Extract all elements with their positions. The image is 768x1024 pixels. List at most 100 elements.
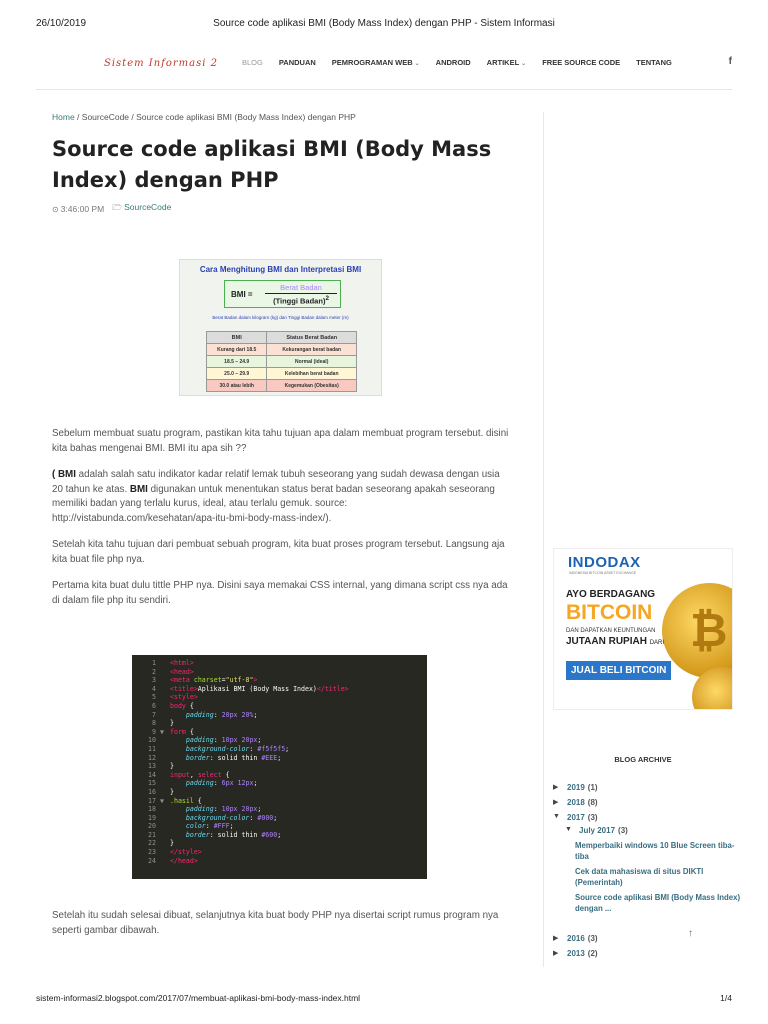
table-row: 25.0 – 29.9 Kelebihan berat badan <box>205 367 357 380</box>
breadcrumb-current: Source code aplikasi BMI (Body Mass Inde… <box>136 112 356 122</box>
ad-cta-button[interactable]: JUAL BELI BITCOIN <box>566 661 672 680</box>
nav-item-artikel[interactable]: ARTIKEL⌄ <box>487 58 527 67</box>
line-number: 8 <box>152 719 156 728</box>
code-line: 2<head> <box>132 668 427 677</box>
line-number: 2 <box>152 667 156 676</box>
nav-item-free-source-code[interactable]: FREE SOURCE CODE <box>542 58 620 67</box>
archive-year: 2016 <box>567 934 585 943</box>
archive-month: July 2017 <box>579 826 616 835</box>
back-to-top-icon[interactable]: ↑ <box>688 928 693 939</box>
post-label[interactable]: 🗁SourceCode <box>112 202 171 216</box>
line-number: 22 <box>148 839 156 848</box>
line-number: 18 <box>148 805 156 814</box>
bmi-status-table: BMI Status Berat Badan Kurang dari 18.5 … <box>205 331 357 392</box>
post-title: Source code aplikasi BMI (Body Mass Inde… <box>52 137 492 192</box>
breadcrumb-home[interactable]: Home <box>52 112 75 122</box>
archive-title: BLOG ARCHIVE <box>614 755 672 764</box>
bmi-formula-box: BMI = Berat Badan (Tinggi Badan)2 <box>224 280 341 308</box>
table-cell: Kelebihan berat badan <box>266 367 357 380</box>
archive-year-2016[interactable]: ▶2016(3) <box>553 934 743 943</box>
line-number: 24 <box>148 856 156 865</box>
code-line: 11 background-color: #f5f5f5; <box>132 745 427 754</box>
fold-icon <box>160 719 170 728</box>
paragraph-next-step: Setelah kita tahu tujuan dari pembuat se… <box>52 539 505 565</box>
print-page-number: 1/4 <box>720 993 732 1003</box>
blog-archive-widget: BLOG ARCHIVE ▶2019(1) ▶2018(8) ▼2017(3) … <box>553 755 743 964</box>
triangle-right-icon[interactable]: ▶ <box>553 799 559 806</box>
fold-icon <box>160 839 170 848</box>
fold-icon <box>160 745 170 754</box>
nav-label: ARTIKEL <box>486 58 520 67</box>
code-text: padding: 10px 20px; <box>185 805 262 814</box>
fold-icon <box>160 668 170 677</box>
breadcrumb-sep: / <box>129 112 137 122</box>
print-date: 26/10/2019 <box>36 18 87 29</box>
archive-post-link[interactable]: Memperbaiki windows 10 Blue Screen tiba-… <box>575 841 735 861</box>
line-number: 12 <box>148 753 156 762</box>
site-logo[interactable]: Sistem Informasi 2 <box>104 58 218 69</box>
archive-post-link[interactable]: Cek data mahasiswa di situs DIKTI (Pemer… <box>575 867 704 887</box>
nav-item-pemrograman-web[interactable]: PEMROGRAMAN WEB⌄ <box>332 58 420 67</box>
fold-icon <box>160 736 170 745</box>
ad-subtitle: INDONESIA BITCOIN ASSET EXCHANGE <box>569 571 637 575</box>
code-screenshot-image: 1<html>2<head>3<meta charset="utf-8">4<t… <box>132 655 427 879</box>
triangle-right-icon[interactable]: ▶ <box>553 950 559 957</box>
triangle-right-icon[interactable]: ▶ <box>553 935 559 942</box>
nav-item-tentang[interactable]: TENTANG <box>636 58 672 67</box>
table-header-row: BMI Status Berat Badan <box>205 331 357 344</box>
triangle-down-icon[interactable]: ▼ <box>565 826 572 833</box>
triangle-right-icon[interactable]: ▶ <box>553 784 559 791</box>
archive-year: 2013 <box>567 949 585 958</box>
table-cell: 25.0 – 29.9 <box>205 367 268 380</box>
triangle-down-icon[interactable]: ▼ <box>553 813 560 820</box>
table-cell: 30.0 atau lebih <box>205 379 268 392</box>
code-line: 24</head> <box>132 857 427 866</box>
archive-year-2013[interactable]: ▶ 2013(2) <box>553 949 743 958</box>
fold-icon <box>160 857 170 866</box>
archive-post-link[interactable]: Source code aplikasi BMI (Body Mass Inde… <box>575 893 741 913</box>
line-number: 3 <box>152 676 156 685</box>
table-cell: 18.5 – 24.9 <box>205 355 268 368</box>
post-meta: ⊙3:46:00 PM 🗁SourceCode <box>52 202 512 216</box>
code-line: 23</style> <box>132 848 427 857</box>
archive-count: (1) <box>587 783 598 792</box>
archive-count: (8) <box>587 798 598 807</box>
archive-year: 2019 <box>567 783 585 792</box>
code-line: 20 color: #FFF; <box>132 822 427 831</box>
archive-count: (2) <box>587 949 598 958</box>
code-line: 16} <box>132 788 427 797</box>
code-line: 5<style> <box>132 693 427 702</box>
infographic-title: Cara Menghitung BMI dan Interpretasi BMI <box>199 265 362 274</box>
breadcrumb-section[interactable]: SourceCode <box>81 112 130 122</box>
bmi-infographic-image: Cara Menghitung BMI dan Interpretasi BMI… <box>179 259 382 396</box>
code-line: 1<html> <box>132 659 427 668</box>
nav-label: PANDUAN <box>278 58 316 67</box>
paragraph-text: adalah salah satu indikator kadar relati… <box>52 469 500 495</box>
fold-icon <box>160 779 170 788</box>
chevron-down-icon: ⌄ <box>521 61 527 67</box>
archive-year-2019[interactable]: ▶ 2019(1) <box>553 783 743 792</box>
clock-icon: ⊙ <box>52 205 59 214</box>
archive-month-july-2017[interactable]: ▼July 2017(3) <box>553 826 743 835</box>
fold-icon <box>160 822 170 831</box>
code-text: background-color: #000; <box>185 813 278 822</box>
facebook-icon[interactable]: f <box>728 56 732 67</box>
nav-item-blog[interactable]: BLOG <box>242 58 263 67</box>
archive-year-2018[interactable]: ▶2018(8) <box>553 798 743 807</box>
indodax-ad-banner[interactable]: INDODAX INDONESIA BITCOIN ASSET EXCHANGE… <box>553 548 733 710</box>
ad-headline-1: AYO BERDAGANG <box>566 589 656 600</box>
line-number: 11 <box>148 744 156 753</box>
infographic-note: Berat Badan dalam kilogram (kg) dan Ting… <box>212 315 349 320</box>
nav-item-android[interactable]: ANDROID <box>436 58 471 67</box>
line-number: 14 <box>148 770 156 779</box>
nav-item-panduan[interactable]: PANDUAN <box>279 58 316 67</box>
code-line: 4<title>Aplikasi BMI (Body Mass Index)</… <box>132 685 427 694</box>
chevron-down-icon: ⌄ <box>414 61 420 67</box>
nav-label: ANDROID <box>435 58 471 67</box>
post-time-text: 3:46:00 PM <box>60 204 105 214</box>
code-line: 21 border: solid thin #600; <box>132 831 427 840</box>
bitcoin-coin-icon <box>662 583 732 678</box>
paragraph-title-php: Pertama kita buat dulu tittle PHP nya. D… <box>52 580 508 606</box>
archive-year-2017[interactable]: ▼2017(3) <box>553 813 743 822</box>
